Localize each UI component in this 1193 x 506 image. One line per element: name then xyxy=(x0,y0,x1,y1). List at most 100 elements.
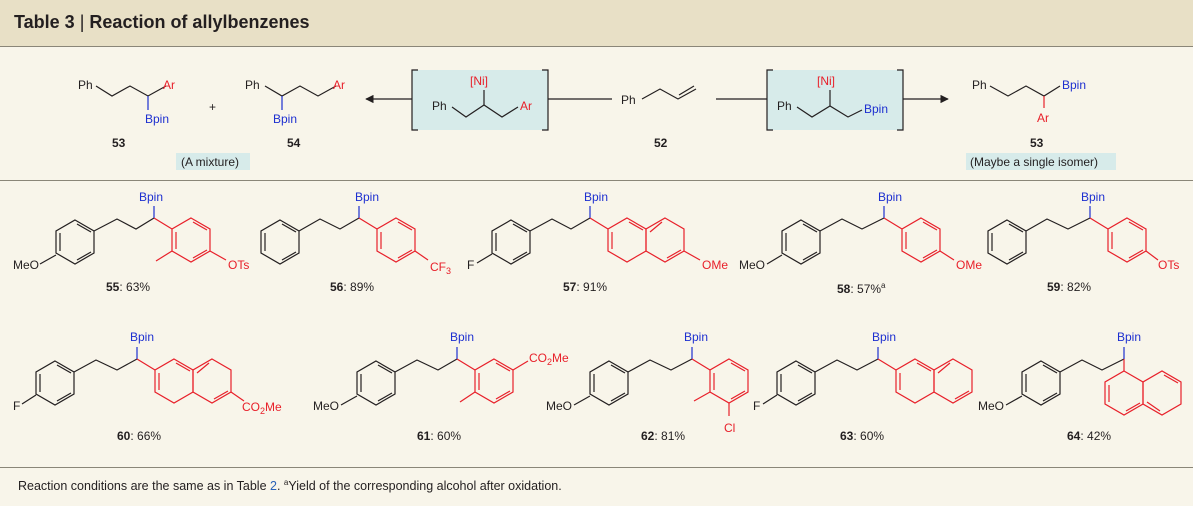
label-co2me-me: Me xyxy=(265,400,282,414)
divider-top xyxy=(0,46,1193,47)
svg-text:64: 42%: 64: 42% xyxy=(1067,429,1111,443)
table-2-link[interactable]: 2 xyxy=(270,479,277,494)
label-ots: OTs xyxy=(1158,258,1179,272)
compound-number-59: 59 xyxy=(1047,280,1061,294)
label-co2me-subscript: 2 xyxy=(260,406,265,416)
svg-text:CO2Me: CO2Me xyxy=(529,351,569,367)
label-bpin: Bpin xyxy=(584,190,608,204)
label-ph: Ph xyxy=(78,78,93,92)
label-bpin: Bpin xyxy=(355,190,379,204)
label-bpin: Bpin xyxy=(145,112,169,126)
table-title: Table 3 | Reaction of allylbenzenes xyxy=(14,12,309,33)
compound-number-61: 61 xyxy=(417,429,431,443)
title-bar: Table 3 | Reaction of allylbenzenes xyxy=(0,0,1193,46)
label-bpin: Bpin xyxy=(130,330,154,344)
label-ph: Ph xyxy=(621,93,636,107)
compound-57: F Bpin OMe 57: 91% xyxy=(467,190,728,294)
note-mixture: (A mixture) xyxy=(181,155,239,169)
yield-62: : 81% xyxy=(654,429,685,443)
svg-text:56: 89%: 56: 89% xyxy=(330,280,374,294)
svg-text:63: 60%: 63: 60% xyxy=(840,429,884,443)
compound-64: MeO Bpin 64: 42% xyxy=(978,330,1182,443)
yield-58: : 57% xyxy=(850,282,881,296)
svg-text:59: 82%: 59: 82% xyxy=(1047,280,1091,294)
label-ar: Ar xyxy=(333,78,345,92)
label-ar: Ar xyxy=(520,99,532,113)
svg-text:62: 81%: 62: 81% xyxy=(641,429,685,443)
label-ome: OMe xyxy=(702,258,728,272)
footnote-text-sep: . xyxy=(276,479,284,494)
label-f: F xyxy=(467,258,474,272)
label-bpin: Bpin xyxy=(273,112,297,126)
label-ph: Ph xyxy=(777,99,792,113)
label-f: F xyxy=(753,399,760,413)
label-co2me-subscript: 2 xyxy=(547,357,552,367)
compound-58: MeO Bpin OMe 58: 57%a xyxy=(739,190,982,296)
label-bpin: Bpin xyxy=(1081,190,1105,204)
compound-number-64: 64 xyxy=(1067,429,1081,443)
label-bpin: Bpin xyxy=(864,102,888,116)
plus-sign: + xyxy=(209,100,216,114)
compound-number-57: 57 xyxy=(563,280,577,294)
footnote-text: Reaction conditions are the same as in T… xyxy=(18,479,271,494)
compound-62: MeO Bpin Cl 62: 81% xyxy=(546,330,749,443)
ni-intermediate-left: [Ni] Ph Ar xyxy=(432,74,532,118)
label-ar: Ar xyxy=(163,78,175,92)
ni-intermediate-right: [Ni] Ph Bpin xyxy=(777,74,888,118)
svg-text:55: 63%: 55: 63% xyxy=(106,280,150,294)
compound-63: F Bpin 63: 60% xyxy=(753,330,973,443)
title-text: Reaction of allylbenzenes xyxy=(89,12,310,32)
svg-text:60: 66%: 60: 66% xyxy=(117,429,161,443)
svg-text:61: 60%: 61: 60% xyxy=(417,429,461,443)
structure-53-right: Ph Bpin Ar 53 xyxy=(972,78,1086,150)
divider-scheme xyxy=(0,180,1193,181)
label-cf3: CF xyxy=(430,260,446,274)
label-co2me: CO xyxy=(529,351,547,365)
ni-intermediate-left-box xyxy=(412,70,548,130)
label-ar: Ar xyxy=(1037,111,1049,125)
yield-59: : 82% xyxy=(1060,280,1091,294)
footnote-text-oxidation: Yield of the corresponding alcohol after… xyxy=(288,479,562,494)
label-bpin: Bpin xyxy=(872,330,896,344)
compound-55: MeO Bpin OTs 55: 63% xyxy=(13,190,249,294)
label-ots: OTs xyxy=(228,258,249,272)
label-ph: Ph xyxy=(432,99,447,113)
label-bpin: Bpin xyxy=(450,330,474,344)
compound-number-53: 53 xyxy=(112,136,126,150)
label-bpin: Bpin xyxy=(878,190,902,204)
structure-52: Ph 52 xyxy=(621,85,697,150)
compound-number-60: 60 xyxy=(117,429,131,443)
label-bpin: Bpin xyxy=(139,190,163,204)
label-ni: [Ni] xyxy=(817,74,835,88)
label-cf3-subscript: 3 xyxy=(446,266,451,276)
label-ph: Ph xyxy=(245,78,260,92)
label-meo: MeO xyxy=(313,399,339,413)
yield-57: : 91% xyxy=(576,280,607,294)
label-cl: Cl xyxy=(724,421,735,435)
label-ome: OMe xyxy=(956,258,982,272)
label-ni: [Ni] xyxy=(470,74,488,88)
note-single-isomer: (Maybe a single isomer) xyxy=(970,155,1098,169)
compound-number-54: 54 xyxy=(287,136,301,150)
svg-text:CF3: CF3 xyxy=(430,260,451,276)
table-number: Table 3 xyxy=(14,12,75,32)
label-ph: Ph xyxy=(972,78,987,92)
table-footnote: Reaction conditions are the same as in T… xyxy=(18,478,562,493)
compound-number-62: 62 xyxy=(641,429,655,443)
yield-61: : 60% xyxy=(430,429,461,443)
compound-number-53: 53 xyxy=(1030,136,1044,150)
title-separator: | xyxy=(79,12,85,32)
label-meo: MeO xyxy=(739,258,765,272)
structure-53-left: Ph Ar Bpin 53 xyxy=(78,78,175,150)
divider-footer xyxy=(0,467,1193,468)
compound-59: Bpin OTs 59: 82% xyxy=(987,190,1179,294)
label-bpin: Bpin xyxy=(1117,330,1141,344)
compound-number-58: 58 xyxy=(837,282,851,296)
compound-61: MeO Bpin CO2Me 61: 60% xyxy=(313,330,569,443)
structure-54: Ph Ar Bpin 54 xyxy=(245,78,345,150)
label-meo: MeO xyxy=(978,399,1004,413)
footnote-marker-58: a xyxy=(881,281,886,290)
compound-number-56: 56 xyxy=(330,280,344,294)
